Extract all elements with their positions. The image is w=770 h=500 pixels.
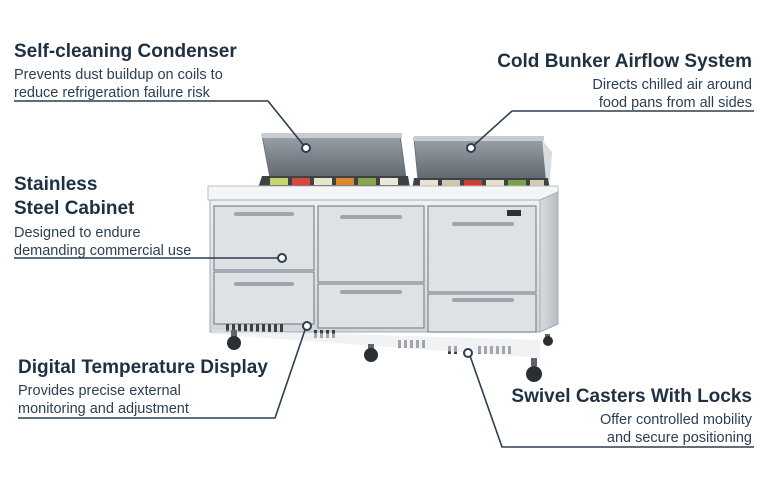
callout-title: Swivel Casters With Locks: [511, 386, 752, 407]
callout-title: Digital Temperature Display: [18, 357, 268, 378]
lid-left: [261, 133, 407, 179]
drawers: [213, 205, 537, 333]
callout-swivel-casters: Swivel Casters With Locks Offer controll…: [511, 385, 752, 447]
callout-cold-bunker-airflow: Cold Bunker Airflow System Directs chill…: [497, 50, 752, 112]
cutting-board: [207, 185, 559, 201]
callout-digital-temperature-display: Digital Temperature Display Provides pre…: [18, 356, 268, 418]
callout-stainless-steel-cabinet: Stainless Steel Cabinet Designed to endu…: [14, 173, 191, 260]
callout-title: Self-cleaning Condenser: [14, 41, 237, 62]
callout-description: Directs chilled air around food pans fro…: [592, 77, 752, 111]
callout-description: Designed to endure demanding commercial …: [14, 225, 192, 259]
callout-description: Prevents dust buildup on coils to reduce…: [14, 67, 223, 101]
digital-display-panel: [507, 210, 521, 216]
callout-self-cleaning-condenser: Self-cleaning Condenser Prevents dust bu…: [14, 40, 237, 102]
callout-description: Provides precise external monitoring and…: [18, 383, 189, 417]
callout-description: Offer controlled mobility and secure pos…: [599, 412, 752, 446]
callout-title: Cold Bunker Airflow System: [497, 51, 752, 72]
leader-lines: [14, 100, 754, 448]
casters: [227, 330, 553, 382]
lid-right: [413, 136, 552, 181]
callout-title: Stainless Steel Cabinet: [14, 174, 135, 219]
leader-markers: [277, 143, 476, 358]
